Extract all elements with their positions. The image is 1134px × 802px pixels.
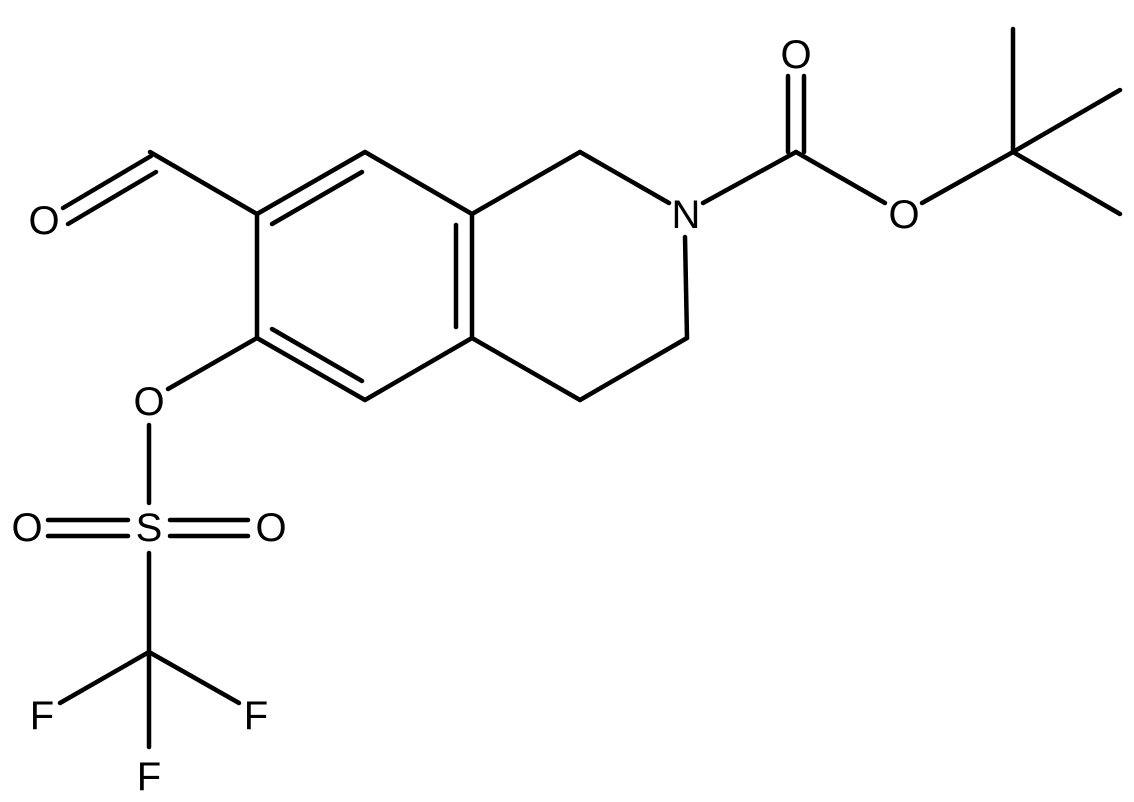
atom-f-right: F — [244, 694, 268, 738]
bond-c8-c8a — [362, 149, 475, 217]
atom-s: S — [136, 506, 163, 550]
atom-o-triflate: O — [133, 380, 164, 424]
atom-o-sulfonyl-right: O — [255, 506, 286, 550]
bond-c4a-c5 — [362, 335, 475, 403]
bond-n-carbonyl — [700, 149, 799, 206]
bond-cquat-ch3-upper — [1010, 87, 1123, 155]
atom-o-aldehyde: O — [28, 199, 59, 243]
bond-c-f-left — [57, 649, 152, 706]
atom-o-sulfonyl-left: O — [11, 506, 42, 550]
bond-c7-c8-inner — [269, 169, 365, 227]
bond-carbonyl-oester — [793, 149, 888, 206]
atom-f-bottom: F — [137, 755, 161, 799]
bond-c3-c4 — [577, 335, 690, 403]
bond-c5-c6 — [254, 335, 368, 403]
bond-c-f-right — [146, 649, 242, 706]
bond-aldehyde-double-inner — [65, 169, 159, 227]
bond-c8a-c1 — [469, 149, 583, 217]
bond-c5-c6-inner — [269, 326, 365, 384]
atom-o-carbonyl: O — [780, 33, 811, 77]
bond-c1-n — [577, 149, 672, 206]
atom-f-left: F — [30, 694, 54, 738]
bond-c6-o — [165, 335, 260, 392]
atom-labels: O N O O O S O O F F F — [11, 33, 919, 799]
bond-c4-c4a — [469, 335, 583, 403]
bond-cho-c7 — [147, 149, 260, 217]
bond-aldehyde-double-outer — [60, 153, 154, 211]
atom-n-ring: N — [672, 193, 701, 237]
bond-cquat-ch3-lower — [1010, 149, 1123, 217]
bond-c7-c8 — [254, 149, 368, 217]
atom-o-ester: O — [888, 193, 919, 237]
bond-oester-cquat — [919, 149, 1016, 206]
bonds — [45, 26, 1123, 750]
bond-n-c3 — [682, 234, 690, 341]
